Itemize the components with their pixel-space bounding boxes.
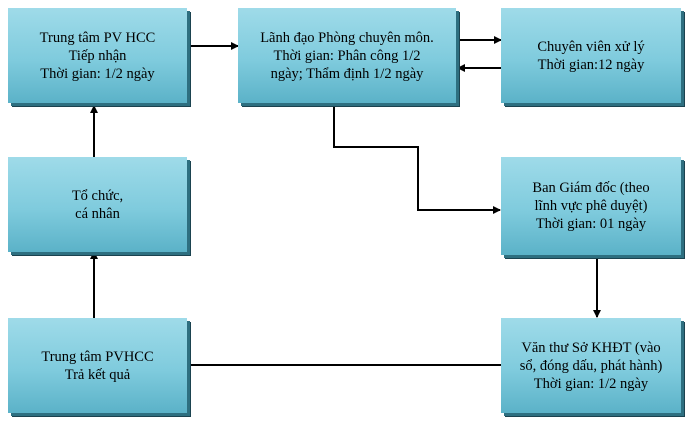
node-lanh-dao-line-2: Thời gian: Phân công 1/2 xyxy=(273,47,421,64)
node-tiep-nhan-line-1: Trung tâm PV HCC xyxy=(39,29,156,46)
node-to-chuc: Tổ chức, cá nhân xyxy=(8,157,187,252)
node-tiep-nhan-line-3: Thời gian: 1/2 ngày xyxy=(40,65,155,82)
node-van-thu-line-1: Văn thư Sở KHĐT (vào xyxy=(521,339,661,356)
node-van-thu: Văn thư Sở KHĐT (vào sổ, đóng dấu, phát … xyxy=(501,318,681,413)
node-van-thu-line-3: Thời gian: 1/2 ngày xyxy=(533,375,649,392)
node-van-thu-line-2: sổ, đóng dấu, phát hành) xyxy=(519,357,663,374)
node-ban-giam-doc-line-1: Ban Giám đốc (theo xyxy=(532,180,650,196)
node-to-chuc-line-1: Tổ chức, xyxy=(71,187,124,204)
arrow-lanh-dao-to-ban-giam-doc xyxy=(333,103,501,214)
node-lanh-dao-line-3: ngày; Thẩm định 1/2 ngày xyxy=(270,65,424,82)
node-tiep-nhan: Trung tâm PV HCC Tiếp nhận Thời gian: 1/… xyxy=(8,8,187,103)
node-ban-giam-doc-line-2: lĩnh vực phê duyệt) xyxy=(534,198,648,214)
node-tra-ket-qua-line-1: Trung tâm PVHCC xyxy=(41,348,154,365)
node-tiep-nhan-line-2: Tiếp nhận xyxy=(68,47,127,64)
node-tra-ket-qua: Trung tâm PVHCC Trả kết quả xyxy=(8,318,187,413)
node-chuyen-vien-line-2: Thời gian:12 ngày xyxy=(537,56,645,73)
node-tra-ket-qua-line-2: Trả kết quả xyxy=(64,366,131,383)
node-chuyen-vien: Chuyên viên xử lý Thời gian:12 ngày xyxy=(501,8,681,103)
node-chuyen-vien-line-1: Chuyên viên xử lý xyxy=(537,38,645,55)
node-lanh-dao: Lãnh đạo Phòng chuyên môn. Thời gian: Ph… xyxy=(238,8,456,103)
node-ban-giam-doc: Ban Giám đốc (theo lĩnh vực phê duyệt) T… xyxy=(501,157,681,255)
node-ban-giam-doc-line-3: Thời gian: 01 ngày xyxy=(535,216,647,232)
node-lanh-dao-line-1: Lãnh đạo Phòng chuyên môn. xyxy=(260,29,434,46)
node-to-chuc-line-2: cá nhân xyxy=(75,205,120,222)
